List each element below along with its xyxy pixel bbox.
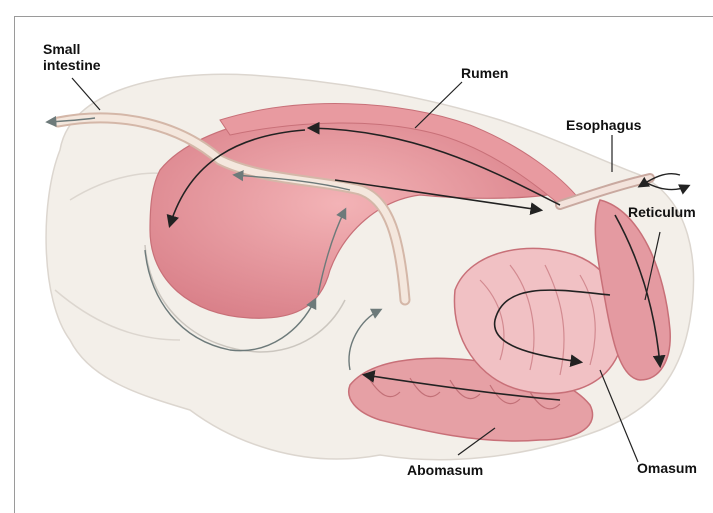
leader-small-intestine (72, 78, 100, 110)
label-omasum: Omasum (637, 461, 697, 476)
label-rumen: Rumen (461, 66, 508, 81)
label-small-intestine-2: intestine (43, 58, 101, 73)
label-abomasum: Abomasum (407, 463, 483, 478)
label-reticulum: Reticulum (628, 205, 696, 220)
label-small-intestine-1: Small (43, 42, 80, 57)
label-esophagus: Esophagus (566, 118, 641, 133)
